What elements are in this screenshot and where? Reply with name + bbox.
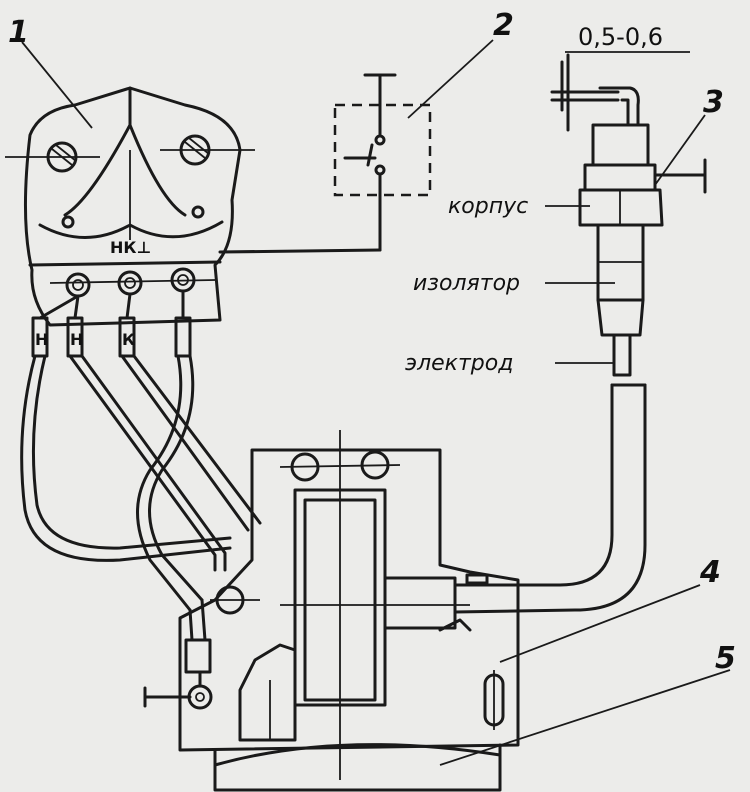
wire-harness xyxy=(20,289,262,710)
label-electrode: электрод xyxy=(405,351,513,376)
coil-base xyxy=(178,430,520,792)
text-layer: 1 2 3 4 5 корпус изолятор электрод НК⊥ Н… xyxy=(8,8,736,676)
terminal-label-2: Н xyxy=(70,330,83,349)
callout-3: 3 xyxy=(703,85,724,120)
callout-2: 2 xyxy=(493,8,514,43)
terminal-label-3: К xyxy=(122,330,135,349)
callout-5: 5 xyxy=(715,641,736,676)
callout-4: 4 xyxy=(699,555,721,590)
label-terminal-block: НК⊥ xyxy=(110,238,151,257)
coil-housing xyxy=(5,86,255,327)
gap-dimension: 0,5-0,6 xyxy=(578,23,663,51)
spark-plug xyxy=(453,53,707,614)
label-body: корпус xyxy=(448,194,528,219)
terminal-label-1: Н xyxy=(35,330,48,349)
callout-1: 1 xyxy=(8,15,29,50)
label-insulator: изолятор xyxy=(413,271,520,296)
switch-assembly xyxy=(218,73,432,254)
leader-lines xyxy=(21,39,731,766)
